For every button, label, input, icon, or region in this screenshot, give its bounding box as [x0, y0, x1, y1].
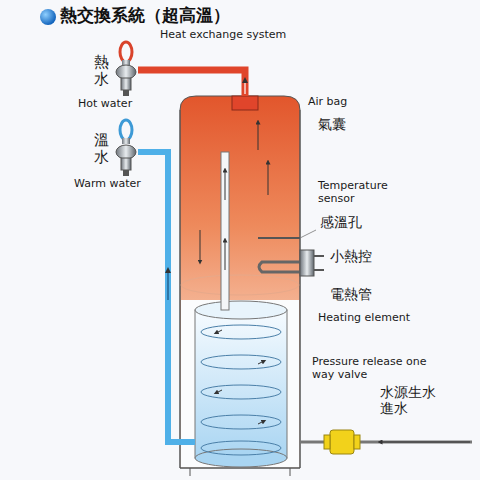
warm-water-pipe	[138, 152, 195, 442]
subtitle: Heat exchange system	[160, 29, 286, 42]
tank	[180, 96, 300, 476]
inner-pipe	[221, 152, 229, 310]
hot-water-pipe	[138, 70, 258, 110]
part-label: Pressure release one way valve	[312, 356, 430, 381]
part-label: Air bag	[308, 96, 347, 109]
part-label: 水源生水 進水	[380, 384, 444, 416]
hot-water-faucet	[116, 42, 136, 96]
part-label: 電熱管	[330, 286, 372, 302]
outlet-label: Hot water	[78, 98, 132, 111]
title-bullet	[40, 9, 56, 25]
part-label: 感溫孔	[320, 214, 362, 230]
flow-arrow	[258, 122, 259, 150]
temperature-sensor	[258, 230, 316, 238]
part-label: 小熱控	[330, 248, 372, 264]
part-label: Temperature sensor	[318, 180, 410, 205]
part-label: Heating element	[318, 312, 410, 325]
heat-exchanger-coil	[195, 301, 287, 467]
flow-arrow	[268, 162, 269, 195]
heating-element	[259, 250, 324, 276]
outlet-label: Warm water	[74, 178, 141, 191]
outlet-label: 熱水	[94, 54, 109, 87]
warm-water-faucet	[116, 120, 136, 176]
outlet-label: 溫水	[94, 132, 109, 165]
inlet-valve	[300, 430, 472, 454]
part-label: 氣囊	[318, 116, 346, 132]
diagram-title: 熱交換系統（超高溫）	[60, 6, 230, 26]
flow-arrow	[200, 230, 201, 262]
